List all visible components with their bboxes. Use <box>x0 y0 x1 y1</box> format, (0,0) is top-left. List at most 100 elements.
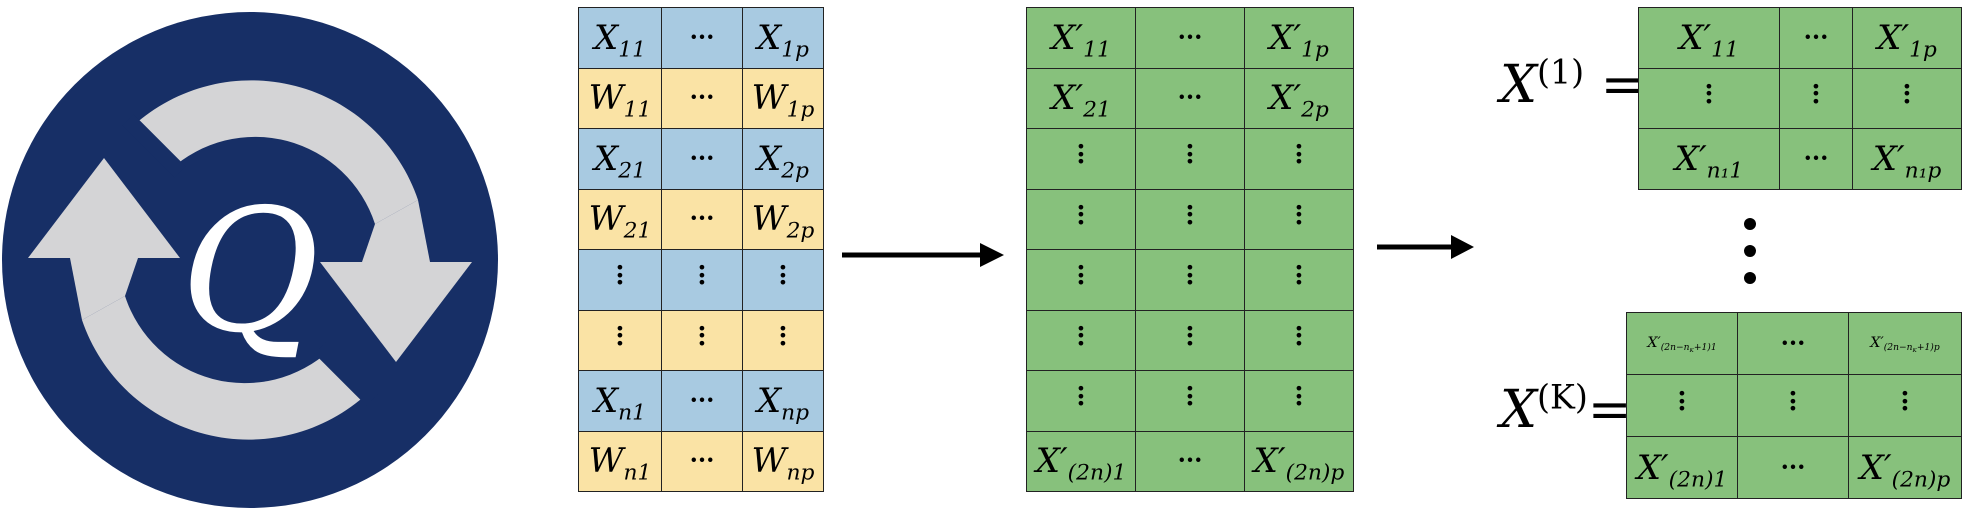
vertical-ellipsis: ··· <box>1244 188 1354 250</box>
matrix-entry: X′(2n−nK+1)p <box>1848 312 1962 375</box>
matrix-entry: X′(2n)1 <box>1626 436 1738 499</box>
matrix-row: ········· <box>1026 188 1354 250</box>
horizontal-ellipsis: ··· <box>1135 67 1245 129</box>
vertical-ellipsis: ··· <box>1135 188 1245 250</box>
label-xk: X(K)= <box>1500 380 1631 440</box>
label-x1-eq: = <box>1600 55 1645 115</box>
arrow-right-icon <box>842 243 1004 267</box>
vertical-ellipsis: ··· <box>1852 67 1962 129</box>
matrix-entry: X′(2n−nK+1)1 <box>1626 312 1738 375</box>
matrix-entry: W21 <box>578 188 662 250</box>
matrix-entry: X′(2n)p <box>1848 436 1962 499</box>
matrix-row: Wn1···Wnp <box>578 430 824 492</box>
matrix-entry: Wnp <box>742 430 824 492</box>
label-xk-sup: (K) <box>1537 377 1588 417</box>
matrix-entry: X21 <box>578 128 662 190</box>
vertical-ellipsis: ··· <box>1135 128 1245 190</box>
matrix-row: ········· <box>578 249 824 311</box>
horizontal-ellipsis: ··· <box>1737 436 1849 499</box>
label-xk-eq: = <box>1587 380 1632 440</box>
matrix-row: W11···W1p <box>578 67 824 129</box>
horizontal-ellipsis: ··· <box>1779 7 1853 69</box>
matrix-row: X′(2n)1···X′(2n)p <box>1626 436 1962 499</box>
matrix-row: X′11···X′1p <box>1638 7 1962 69</box>
refresh-arrows-icon <box>28 80 472 440</box>
logo-letter: Q <box>180 173 319 371</box>
matrix-row: X21···X2p <box>578 128 824 190</box>
matrix-entry: W1p <box>742 67 824 129</box>
matrix-entry: X′1p <box>1244 7 1354 69</box>
vertical-ellipsis: ··· <box>1026 309 1136 371</box>
matrix-row: ········· <box>578 309 824 371</box>
matrix-row: X′11···X′1p <box>1026 7 1354 69</box>
matrix-entry: X′2p <box>1244 67 1354 129</box>
label-xk-base: X <box>1500 380 1538 440</box>
matrix-entry: W2p <box>742 188 824 250</box>
matrix-row: ········· <box>1026 128 1354 190</box>
matrix-entry: Xn1 <box>578 370 662 432</box>
vertical-ellipsis: ··· <box>1026 188 1136 250</box>
vertical-ellipsis-icon <box>1744 218 1756 284</box>
vertical-ellipsis: ··· <box>1135 370 1245 432</box>
vertical-ellipsis: ··· <box>1026 370 1136 432</box>
matrix-entry: X′n₁p <box>1852 128 1962 190</box>
vertical-ellipsis: ··· <box>1135 249 1245 311</box>
label-x1-sup: (1) <box>1537 52 1585 92</box>
vertical-ellipsis: ··· <box>661 309 743 371</box>
vertical-ellipsis: ··· <box>1244 309 1354 371</box>
matrix-row: ········· <box>1626 374 1962 437</box>
vertical-ellipsis: ··· <box>742 249 824 311</box>
vertical-ellipsis: ··· <box>1244 370 1354 432</box>
matrix-entry: Wn1 <box>578 430 662 492</box>
vertical-ellipsis: ··· <box>1026 128 1136 190</box>
horizontal-ellipsis: ··· <box>661 430 743 492</box>
matrix-row: Xn1···Xnp <box>578 370 824 432</box>
horizontal-ellipsis: ··· <box>661 67 743 129</box>
vertical-ellipsis: ··· <box>1135 309 1245 371</box>
vertical-ellipsis: ··· <box>742 309 824 371</box>
matrix-row: X′21···X′2p <box>1026 67 1354 129</box>
vertical-ellipsis: ··· <box>661 249 743 311</box>
matrix-entry: X′n₁1 <box>1638 128 1780 190</box>
matrix-entry: Xnp <box>742 370 824 432</box>
vertical-ellipsis: ··· <box>1638 67 1780 129</box>
horizontal-ellipsis: ··· <box>661 370 743 432</box>
matrix-entry: X′11 <box>1638 7 1780 69</box>
vertical-ellipsis: ··· <box>1848 374 1962 437</box>
horizontal-ellipsis: ··· <box>1135 430 1245 492</box>
matrix-row: X′(2n−nK+1)1···X′(2n−nK+1)p <box>1626 312 1962 375</box>
matrix-row: ········· <box>1026 309 1354 371</box>
vertical-ellipsis: ··· <box>1779 67 1853 129</box>
matrix-row: X′(2n)1···X′(2n)p <box>1026 430 1354 492</box>
vertical-ellipsis: ··· <box>1626 374 1738 437</box>
matrix-row: ········· <box>1026 249 1354 311</box>
horizontal-ellipsis: ··· <box>661 188 743 250</box>
matrix-last: X′(2n−nK+1)1···X′(2n−nK+1)p·········X′(2… <box>1626 312 1962 499</box>
logo: Q <box>2 12 498 508</box>
vertical-ellipsis: ··· <box>1244 128 1354 190</box>
horizontal-ellipsis: ··· <box>661 7 743 69</box>
arrow-right-icon <box>1377 235 1474 259</box>
matrix-row: X′n₁1···X′n₁p <box>1638 128 1962 190</box>
vertical-ellipsis: ··· <box>1737 374 1849 437</box>
vertical-ellipsis: ··· <box>578 249 662 311</box>
horizontal-ellipsis: ··· <box>1737 312 1849 375</box>
matrix-entry: X11 <box>578 7 662 69</box>
matrix-entry: X1p <box>742 7 824 69</box>
matrix-row: ········· <box>1638 67 1962 129</box>
vertical-ellipsis: ··· <box>1026 249 1136 311</box>
matrix-first: X′11···X′1p·········X′n₁1···X′n₁p <box>1638 7 1962 190</box>
horizontal-ellipsis: ··· <box>1779 128 1853 190</box>
matrix-entry: W11 <box>578 67 662 129</box>
matrix-row: ········· <box>1026 370 1354 432</box>
label-x1: X(1) = <box>1500 55 1644 115</box>
matrix-entry: X′21 <box>1026 67 1136 129</box>
matrix-entry: X′(2n)p <box>1244 430 1354 492</box>
horizontal-ellipsis: ··· <box>661 128 743 190</box>
matrix-entry: X′(2n)1 <box>1026 430 1136 492</box>
horizontal-ellipsis: ··· <box>1135 7 1245 69</box>
vertical-ellipsis: ··· <box>1244 249 1354 311</box>
matrix-row: X11···X1p <box>578 7 824 69</box>
